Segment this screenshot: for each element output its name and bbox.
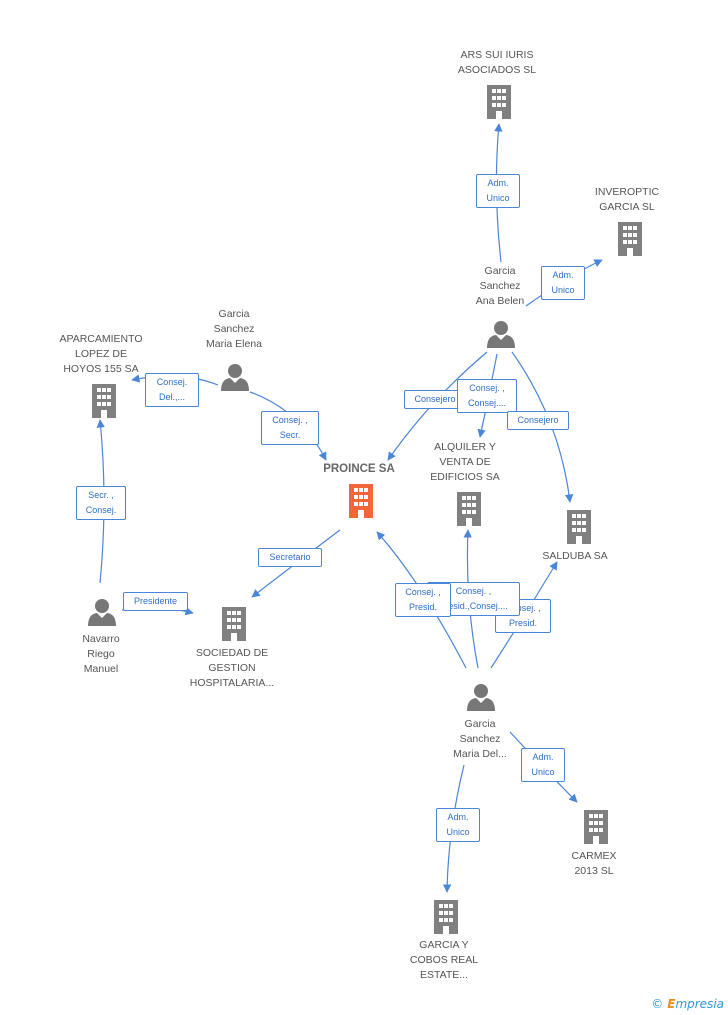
person-ana-belen[interactable]: Garcia Sanchez Ana Belen — [475, 265, 525, 307]
building-icon[interactable] — [567, 510, 591, 544]
edge-label-consej-secr[interactable]: Consej. , Secr. — [261, 411, 319, 445]
person-maria-elena[interactable]: Garcia Sanchez Maria Elena — [205, 308, 263, 350]
building-icon[interactable] — [584, 810, 608, 844]
person-icon[interactable] — [221, 364, 249, 391]
building-icon[interactable] — [618, 222, 642, 256]
edge-label-adm-unico[interactable]: Adm. Unico — [541, 266, 585, 300]
building-icon[interactable] — [92, 384, 116, 418]
company-aparcamiento[interactable]: APARCAMIENTO LOPEZ DE HOYOS 155 SA — [59, 333, 143, 375]
brand-name: mpresia — [675, 997, 724, 1011]
building-icon-focus[interactable] — [349, 484, 373, 518]
person-icon[interactable] — [467, 684, 495, 711]
edge-label-consej[interactable]: Consej. , Consej.... — [457, 379, 517, 413]
person-maria-del[interactable]: Garcia Sanchez Maria Del... — [453, 718, 507, 760]
building-icon[interactable] — [487, 85, 511, 119]
company-ars-sui-iuris[interactable]: ARS SUI IURIS ASOCIADOS SL — [457, 49, 537, 76]
building-icon[interactable] — [222, 607, 246, 641]
person-icon[interactable] — [88, 599, 116, 626]
building-icon[interactable] — [457, 492, 481, 526]
brand-initial: E — [667, 997, 676, 1011]
person-navarro-riego[interactable]: Navarro Riego Manuel — [82, 633, 120, 675]
edge-label-consej-presid[interactable]: Consej. , Presid. — [495, 599, 551, 633]
edge-label-consej-presid[interactable]: Consej. , Presid. — [395, 583, 451, 617]
company-alquiler[interactable]: ALQUILER Y VENTA DE EDIFICIOS SA — [430, 441, 500, 483]
company-inveroptic[interactable]: INVEROPTIC GARCIA SL — [594, 186, 660, 213]
company-garcia-cobos[interactable]: GARCIA Y COBOS REAL ESTATE... — [409, 939, 479, 981]
copyright-symbol: © — [651, 997, 664, 1011]
edge-label-consej-del[interactable]: Consej. Del.,... — [145, 373, 199, 407]
node-icons — [88, 85, 642, 934]
empresia-credit[interactable]: ©Empresia — [651, 997, 724, 1011]
edge-label-secr-consej[interactable]: Secr. , Consej. — [76, 486, 126, 520]
edge-label-secretario[interactable]: Secretario — [258, 548, 322, 567]
edge-label-adm-unico[interactable]: Adm. Unico — [521, 748, 565, 782]
edge-label-consejero[interactable]: Consejero — [507, 411, 569, 430]
company-salduba[interactable]: SALDUBA SA — [542, 550, 608, 562]
edge-label-adm-unico[interactable]: Adm. Unico — [436, 808, 480, 842]
company-sociedad-gestion[interactable]: SOCIEDAD DE GESTION HOSPITALARIA... — [189, 647, 275, 689]
edge-label-adm-unico[interactable]: Adm. Unico — [476, 174, 520, 208]
edge-label-presidente[interactable]: Presidente — [123, 592, 188, 611]
person-icon[interactable] — [487, 321, 515, 348]
building-icon[interactable] — [434, 900, 458, 934]
company-carmex[interactable]: CARMEX 2013 SL — [571, 850, 617, 877]
company-proince-focus[interactable]: PROINCE SA — [323, 463, 395, 475]
